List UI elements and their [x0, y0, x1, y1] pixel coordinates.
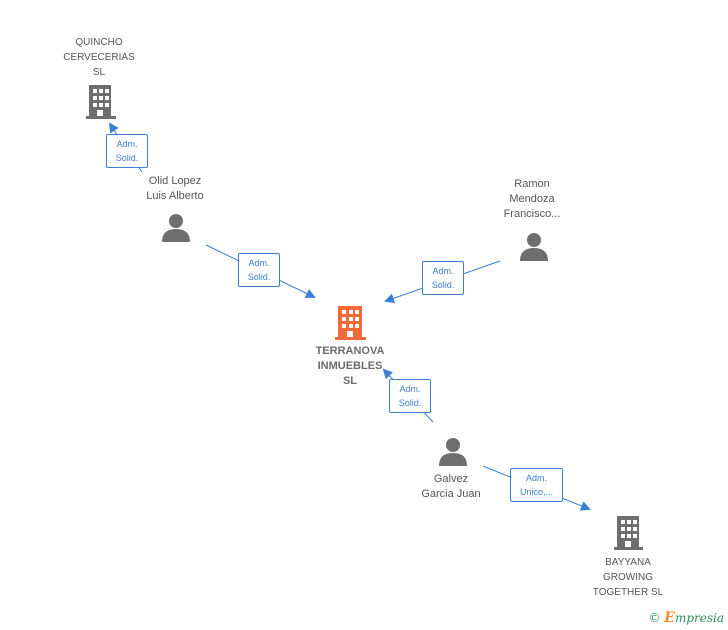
building-icon[interactable] [614, 516, 643, 550]
label-line: SL [92, 67, 106, 78]
label-line: Garcia Juan [421, 488, 481, 500]
label-line: SL [342, 375, 358, 387]
edge-label-ramon-terranova[interactable]: Adm. Solid. [422, 261, 464, 295]
label-line: BAYYANA [605, 557, 651, 568]
node-label-bayyana[interactable]: BAYYANA GROWING TOGETHER SL [582, 555, 674, 600]
edge-label-line: Solid. [431, 280, 455, 290]
node-label-olid[interactable]: Olid Lopez Luis Alberto [130, 174, 220, 204]
label-line: QUINCHO [75, 37, 123, 48]
label-line: GROWING [603, 572, 653, 583]
brand-name: mpresia [674, 611, 724, 625]
label-line: Francisco... [503, 208, 561, 220]
edge-label-olid-terranova[interactable]: Adm. Solid. [238, 253, 280, 287]
label-line: INMUEBLES [317, 360, 383, 372]
edge-label-line: Adm. [399, 384, 421, 394]
edge-label-line: Adm. [432, 266, 454, 276]
label-line: Mendoza [509, 193, 555, 205]
edge-label-line: Adm. [525, 473, 547, 483]
edge-label-line: Adm. [116, 139, 138, 149]
person-icon[interactable] [520, 233, 548, 261]
edge-label-line: Unico,... [519, 487, 553, 497]
label-line: Olid Lopez [148, 175, 202, 187]
edge-label-line: Solid. [115, 153, 139, 163]
edge-label-line: Adm. [248, 258, 270, 268]
label-line: Galvez [433, 473, 469, 485]
label-line: Ramon [514, 178, 550, 190]
building-icon[interactable] [86, 85, 116, 119]
person-icon[interactable] [162, 214, 190, 242]
node-label-quincho[interactable]: QUINCHO CERVECERIAS SL [54, 35, 144, 80]
label-line: TERRANOVA [315, 345, 385, 357]
edge-label-line: Solid. [398, 398, 422, 408]
copyright-symbol: © [648, 611, 661, 625]
edge-label-olid-quincho[interactable]: Adm. Solid. [106, 134, 148, 168]
person-icon[interactable] [439, 438, 467, 466]
brand-initial: E [664, 610, 675, 626]
node-label-terranova[interactable]: TERRANOVA INMUEBLES SL [300, 344, 400, 389]
node-label-galvez[interactable]: Galvez Garcia Juan [406, 472, 496, 502]
brand-watermark: ©Empresia [648, 610, 724, 626]
edge-label-line: Solid. [247, 272, 271, 282]
label-line: TOGETHER SL [592, 587, 664, 598]
building-icon[interactable] [335, 306, 366, 340]
label-line: Luis Alberto [146, 190, 204, 202]
label-line: CERVECERIAS [63, 52, 135, 63]
edge-label-galvez-terranova[interactable]: Adm. Solid. [389, 379, 431, 413]
edge-label-galvez-bayyana[interactable]: Adm. Unico,... [510, 468, 563, 502]
node-label-ramon[interactable]: Ramon Mendoza Francisco... [487, 177, 577, 222]
